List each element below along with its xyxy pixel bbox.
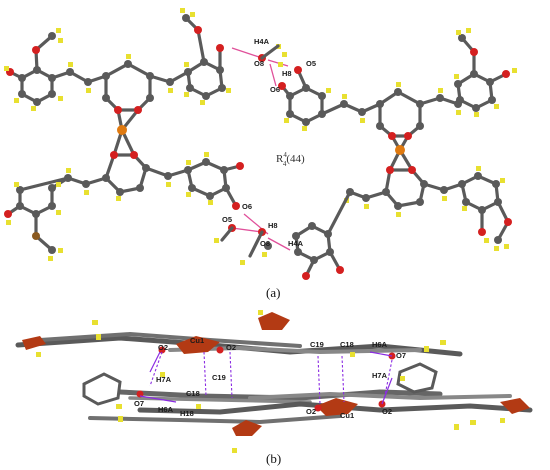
label-o6-bottom: O6 bbox=[242, 202, 252, 211]
panel-b: Cu1 O2 O2 H7A C18 C19 O7 H6A H18 C19 C18… bbox=[15, 310, 533, 466]
hydrogen-atoms-b bbox=[36, 310, 505, 453]
label-o7-right: O7 bbox=[396, 351, 406, 360]
panel-a: H4A O8 H8 O5 O6 O6 O5 H8 H4A O8 R44(44) … bbox=[4, 8, 517, 300]
label-o2-top-center: O2 bbox=[226, 343, 236, 352]
stack-layer-middle bbox=[117, 389, 443, 404]
label-o8-bottom: O8 bbox=[260, 239, 270, 248]
label-h6a-right: H6A bbox=[372, 340, 388, 349]
label-h7a-right: H7A bbox=[372, 371, 388, 380]
label-c19-left: C19 bbox=[212, 373, 226, 382]
label-h4a-top: H4A bbox=[254, 37, 270, 46]
label-h6a-left: H6A bbox=[158, 405, 174, 414]
stack-layer-lower bbox=[88, 391, 533, 436]
stack-layer-upper bbox=[15, 312, 463, 357]
caption-b: (b) bbox=[266, 451, 281, 466]
left-atoms bbox=[4, 14, 244, 254]
contacts-b bbox=[139, 351, 393, 405]
left-hydrogens bbox=[4, 8, 231, 261]
hbond-ring-bottom bbox=[214, 190, 352, 280]
molecule-left bbox=[4, 8, 244, 261]
label-o2-bottom-left: O2 bbox=[306, 407, 316, 416]
label-o6-top: O6 bbox=[270, 85, 280, 94]
right-atoms bbox=[278, 34, 512, 244]
caption-a: (a) bbox=[266, 285, 280, 300]
label-o5-top: O5 bbox=[306, 59, 316, 68]
label-h8-top: H8 bbox=[282, 69, 292, 78]
label-cu1-bottom: Cu1 bbox=[340, 411, 354, 420]
label-h7a-left: H7A bbox=[156, 375, 172, 384]
hbond-ring-top bbox=[231, 44, 289, 87]
molecule-right bbox=[278, 28, 517, 251]
right-hydrogens bbox=[284, 28, 517, 251]
label-h18-left: H18 bbox=[180, 409, 194, 418]
label-o8-top: O8 bbox=[254, 59, 264, 68]
label-h4a-bottom: H4A bbox=[288, 239, 304, 248]
label-h8-bottom: H8 bbox=[268, 221, 278, 230]
label-cu1-top: Cu1 bbox=[190, 336, 204, 345]
label-o5-bottom: O5 bbox=[222, 215, 232, 224]
label-o7-left: O7 bbox=[134, 399, 144, 408]
label-c18-left: C18 bbox=[186, 389, 200, 398]
label-c19-right: C19 bbox=[310, 340, 324, 349]
label-c18-right: C18 bbox=[340, 340, 354, 349]
label-o2-bottom-right: O2 bbox=[382, 407, 392, 416]
label-o2-top-left: O2 bbox=[158, 343, 168, 352]
